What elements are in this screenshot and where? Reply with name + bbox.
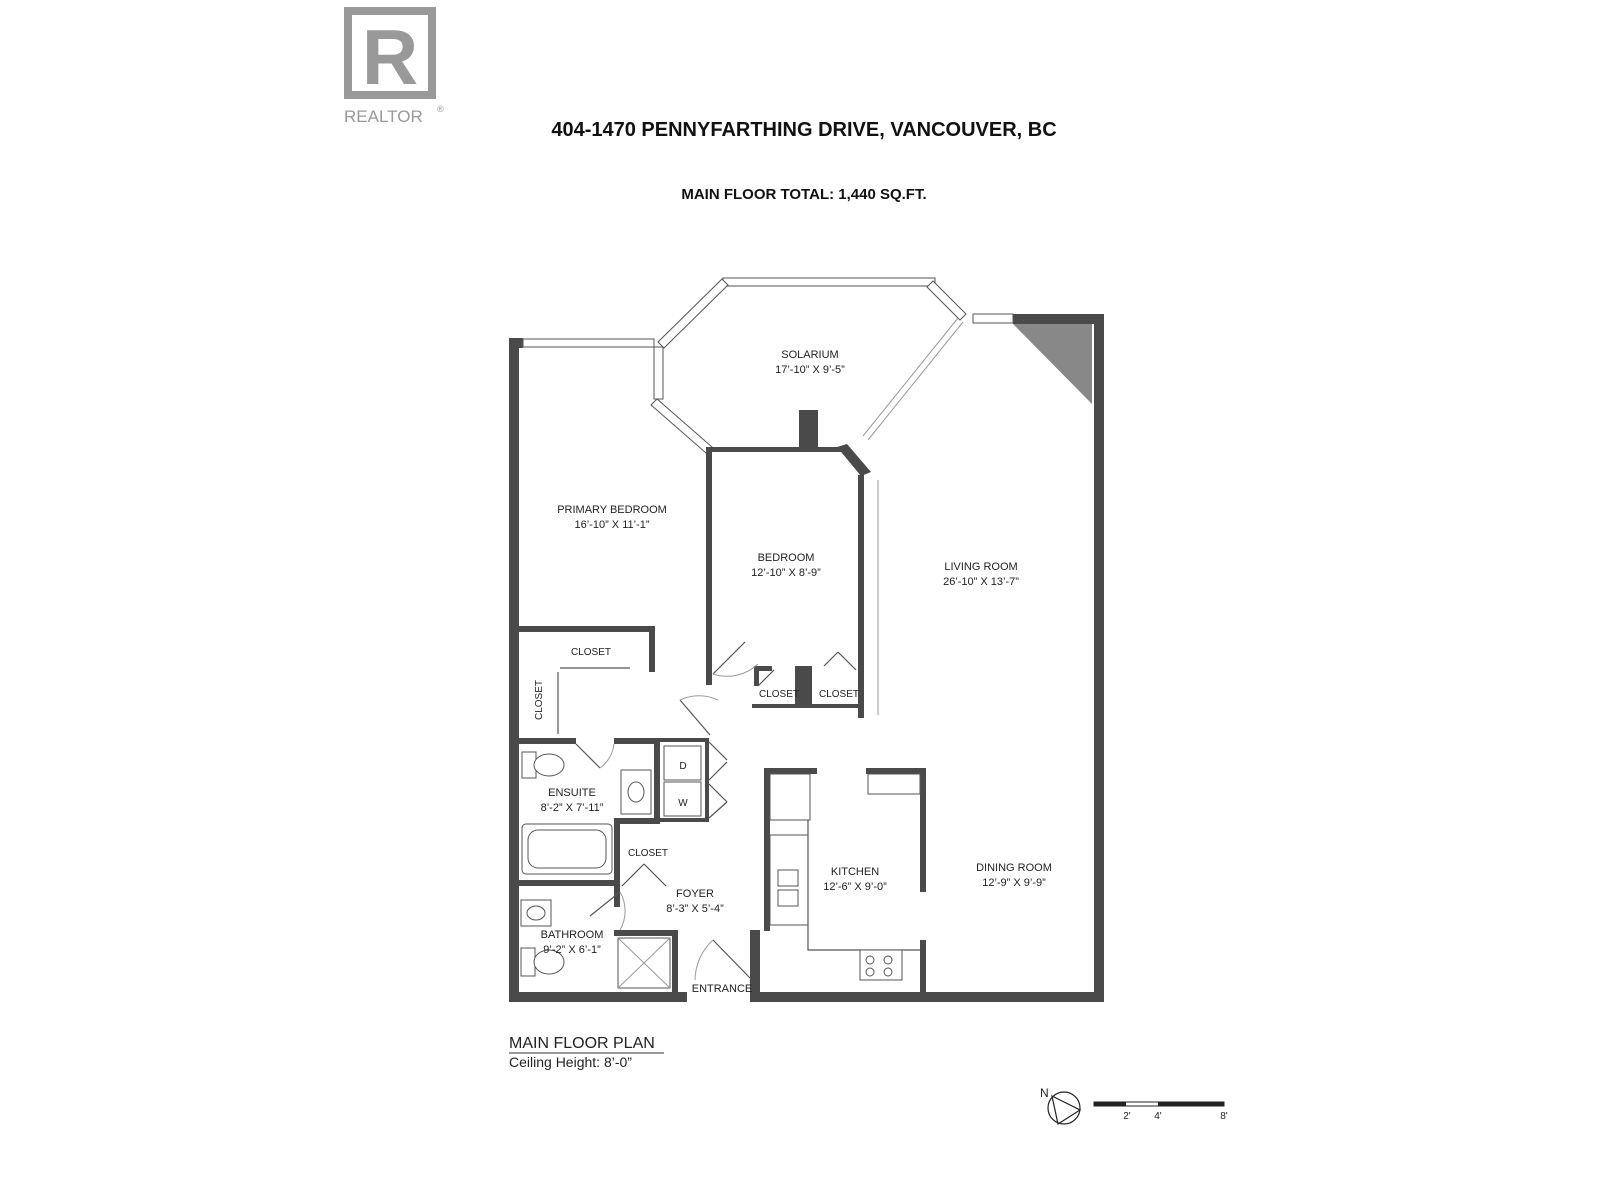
north-compass: N	[1040, 1086, 1082, 1125]
dryer-label: D	[679, 761, 686, 772]
small-labels: CLOSET CLOSET CLOSET CLOSET CLOSET D W E…	[534, 647, 859, 995]
compass-north-label: N	[1040, 1086, 1049, 1100]
bathroom-dim: 9’-2” X 6’-1”	[543, 944, 601, 956]
realtor-wordmark: REALTOR	[344, 107, 423, 126]
realtor-logo: R REALTOR ®	[344, 7, 444, 126]
bedroom-name: BEDROOM	[758, 552, 815, 564]
dining-room-name: DINING ROOM	[976, 862, 1052, 874]
property-address: 404-1470 PENNYFARTHING DRIVE, VANCOUVER,…	[551, 119, 1056, 141]
closet-label-foyer: CLOSET	[628, 848, 668, 859]
plan-footer: MAIN FLOOR PLAN Ceiling Height: 8’-0”	[509, 1035, 664, 1070]
fixtures	[520, 745, 921, 989]
ensuite-dim: 8’-2” X 7’-11”	[541, 802, 604, 814]
ceiling-height: Ceiling Height: 8’-0”	[509, 1054, 632, 1070]
scale-tick-4: 4'	[1154, 1111, 1162, 1122]
interior-walls	[519, 317, 964, 992]
room-labels: SOLARIUM 17’-10” X 9’-5” PRIMARY BEDROOM…	[541, 349, 1052, 956]
scale-tick-2: 2'	[1123, 1111, 1131, 1122]
solarium-name: SOLARIUM	[781, 349, 838, 361]
foyer-dim: 8’-3” X 5’-4”	[666, 903, 724, 915]
primary-bedroom-name: PRIMARY BEDROOM	[557, 504, 667, 516]
closet-label-bedroom-right: CLOSET	[819, 689, 859, 700]
exterior-walls	[509, 314, 1104, 1002]
living-room-name: LIVING ROOM	[944, 561, 1017, 573]
bathroom-name: BATHROOM	[541, 929, 604, 941]
kitchen-dim: 12’-6” X 9’-0”	[823, 881, 887, 893]
ensuite-name: ENSUITE	[548, 787, 596, 799]
registered-mark: ®	[437, 104, 444, 114]
primary-bedroom-dim: 16’-10” X 11’-1”	[575, 519, 650, 531]
solarium-dim: 17’-10” X 9’-5”	[775, 364, 845, 376]
windows	[522, 277, 1014, 454]
closet-label-bedroom-left: CLOSET	[759, 689, 799, 700]
living-room-dim: 26’-10” X 13’-7”	[943, 576, 1019, 588]
realtor-logo-letter: R	[362, 13, 418, 101]
washer-label: W	[678, 798, 688, 809]
corner-column	[1013, 324, 1092, 404]
plan-title: MAIN FLOOR PLAN	[509, 1035, 655, 1052]
bedroom-dim: 12’-10” X 8’-9”	[751, 567, 821, 579]
entrance-label: ENTRANCE	[692, 983, 753, 995]
closet-label-primary-side: CLOSET	[534, 680, 545, 720]
doors	[557, 641, 857, 981]
kitchen-name: KITCHEN	[831, 866, 879, 878]
scale-bar: 2' 4' 8'	[1093, 1101, 1228, 1122]
dining-room-dim: 12’-9” X 9’-9”	[982, 877, 1046, 889]
scale-tick-8: 8'	[1220, 1111, 1228, 1122]
floor-total-area: MAIN FLOOR TOTAL: 1,440 SQ.FT.	[681, 186, 926, 203]
closet-label-primary-top: CLOSET	[571, 647, 611, 658]
foyer-name: FOYER	[676, 888, 714, 900]
